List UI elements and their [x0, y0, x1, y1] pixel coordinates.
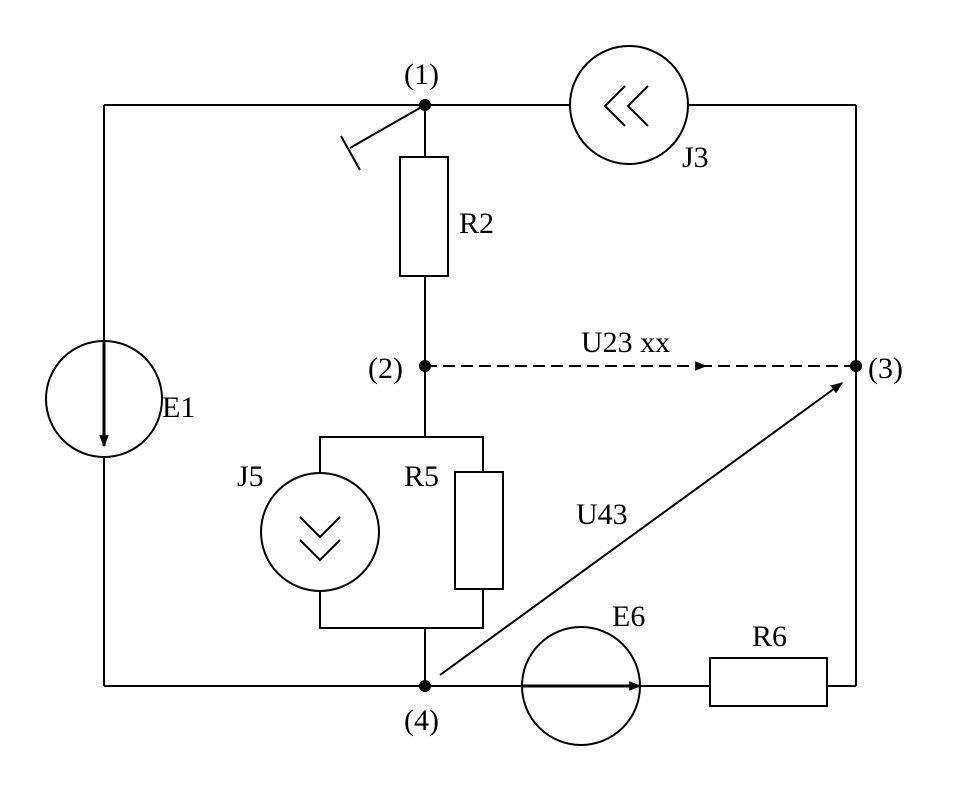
label-u23: U23 xx	[581, 326, 670, 359]
resistor-r2	[399, 156, 449, 277]
voltage-source-e6	[521, 626, 642, 746]
node-label-4: (4)	[404, 704, 439, 737]
resistor-r6	[709, 657, 828, 707]
current-source-j3	[569, 45, 689, 165]
double-chevron-left-icon	[603, 85, 649, 127]
label-e1: E1	[162, 391, 195, 424]
label-e6: E6	[612, 600, 645, 633]
switch-symbol	[340, 104, 426, 171]
label-j3: J3	[682, 141, 709, 174]
label-r2: R2	[459, 207, 494, 240]
wire-middle-branch	[319, 105, 484, 686]
current-source-j5	[260, 472, 380, 592]
node-label-1: (1)	[404, 58, 439, 91]
node-label-3: (3)	[868, 352, 903, 385]
double-chevron-down-icon	[299, 516, 341, 562]
voltage-source-e1	[45, 340, 163, 458]
label-r5: R5	[404, 460, 439, 493]
voltage-arrow-u43	[439, 382, 843, 676]
label-u43: U43	[576, 498, 628, 531]
node-label-2: (2)	[368, 352, 403, 385]
resistor-r5	[454, 471, 504, 590]
node-dots	[419, 99, 862, 692]
label-j5: J5	[237, 460, 264, 493]
label-r6: R6	[752, 620, 787, 653]
